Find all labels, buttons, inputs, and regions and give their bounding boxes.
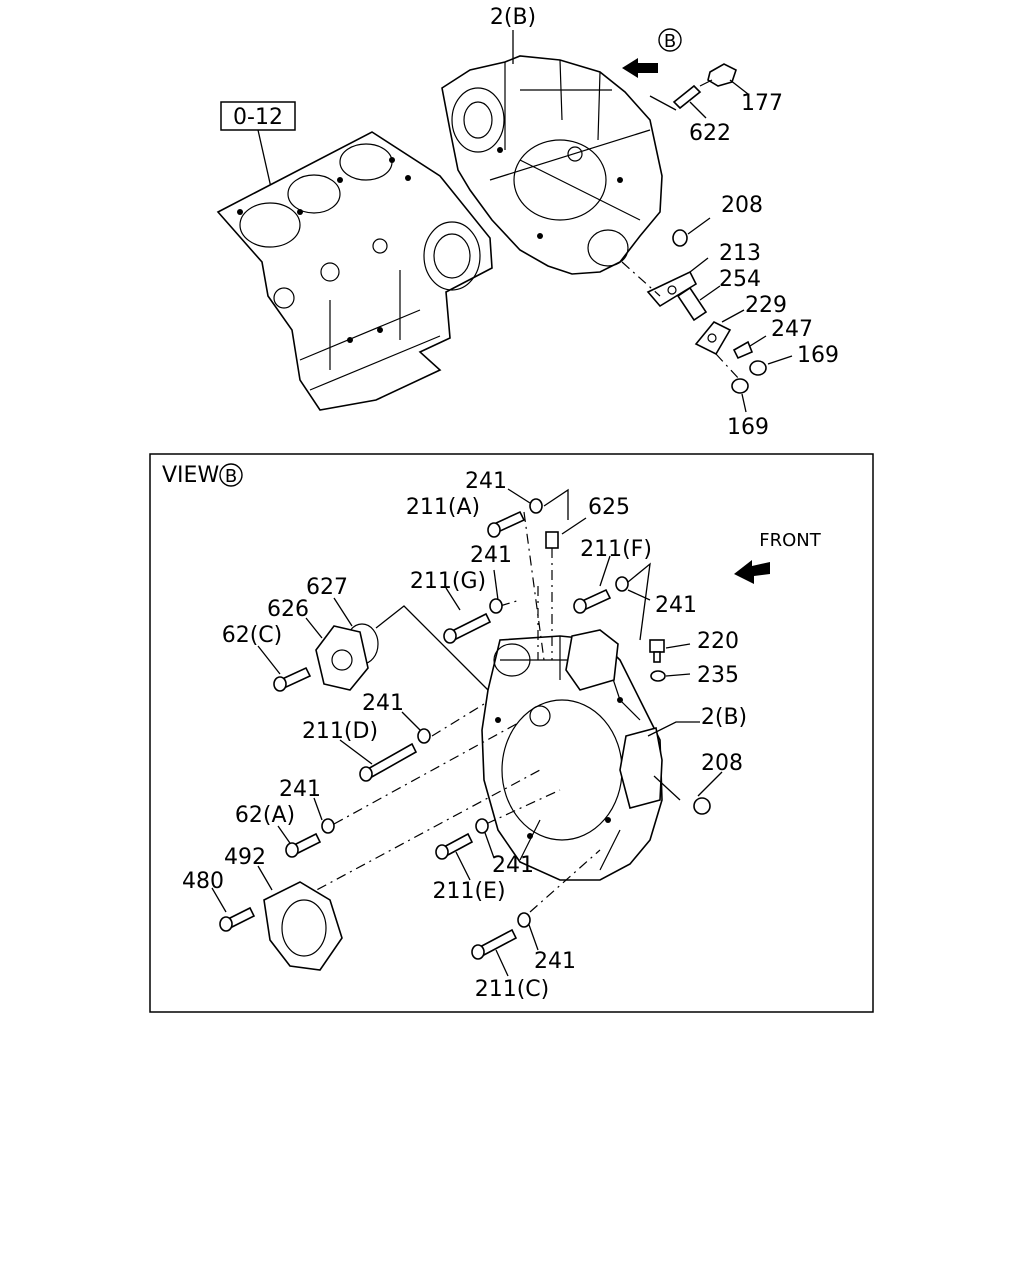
part-211a-bolt[interactable] [487,510,526,538]
part-241-washer-2[interactable] [615,576,629,592]
label-627: 627 [306,575,348,600]
part-480-bolt[interactable] [219,906,256,932]
part-247-clip[interactable] [732,340,754,360]
flywheel-housing-top [441,55,663,275]
ref-box-label: 0-12 [233,105,283,130]
label-2b-top: 2(B) [490,5,536,30]
label-62a: 62(A) [235,803,295,828]
label-211g: 211(G) [410,569,486,594]
label-211c: 211(C) [475,977,550,1002]
part-241-washer-1[interactable] [529,498,543,514]
label-626: 626 [267,597,309,622]
label-241-7: 241 [534,949,576,974]
view-b-panel: VIEW B FRONT [149,453,874,1013]
part-213-gasket[interactable] [646,270,698,308]
part-492-oil-seal-retainer[interactable] [263,881,343,971]
part-229-bracket[interactable] [694,320,732,356]
label-622: 622 [689,121,731,146]
cylinder-block-drawing [216,131,493,411]
part-211f-bolt[interactable] [573,588,612,614]
front-label: FRONT [759,530,821,551]
part-169-nut-a[interactable] [749,360,767,376]
view-b-marker-label: B [664,31,676,52]
label-480: 480 [182,869,224,894]
label-241-2: 241 [470,543,512,568]
label-211e: 211(E) [432,879,505,904]
part-254-sensor[interactable] [676,286,708,322]
view-b-title: VIEW [162,463,219,488]
part-177-bolt[interactable] [699,63,737,87]
part-208-plug-top[interactable] [672,229,688,247]
part-241-washer-6[interactable] [475,818,489,834]
label-241-4: 241 [362,691,404,716]
part-62a-bolt[interactable] [285,832,322,858]
front-arrow-icon [734,560,770,584]
label-177: 177 [741,91,783,116]
view-b-marker: B [622,28,682,78]
label-235: 235 [697,663,739,688]
label-2b-view: 2(B) [701,705,747,730]
view-b-title-mark: B [225,466,237,487]
leader-lines [211,488,723,977]
label-211f: 211(F) [580,537,652,562]
label-213: 213 [719,241,761,266]
label-247: 247 [771,317,813,342]
part-625-pin[interactable] [545,531,559,549]
part-211d-bolt[interactable] [359,742,418,782]
part-241-washer-3[interactable] [489,598,503,614]
part-169-nut-b[interactable] [731,378,749,394]
part-208-plug-view[interactable] [693,797,711,815]
label-241-1: 241 [465,469,507,494]
part-626-cover[interactable] [315,625,369,691]
label-229: 229 [745,293,787,318]
label-625: 625 [588,495,630,520]
ref-box-0-12[interactable]: 0-12 [220,101,296,131]
top-assembly: 0-12 [216,5,839,440]
label-208-view: 208 [701,751,743,776]
part-235-washer[interactable] [650,670,666,682]
label-211a: 211(A) [406,495,480,520]
label-241-6: 241 [492,853,534,878]
label-241-3: 241 [655,593,697,618]
label-241-5: 241 [279,777,321,802]
label-169-a: 169 [797,343,839,368]
label-254: 254 [719,267,761,292]
label-220: 220 [697,629,739,654]
flywheel-housing-view [481,629,663,881]
part-220-bolt[interactable] [649,639,665,663]
part-211e-bolt[interactable] [435,832,474,860]
part-241-washer-4[interactable] [417,728,431,744]
front-indicator: FRONT [734,530,822,584]
part-622-fitting[interactable] [672,84,702,110]
part-241-washer-5[interactable] [321,818,335,834]
label-208-top: 208 [721,193,763,218]
label-211d: 211(D) [302,719,378,744]
part-211g-bolt[interactable] [443,612,492,644]
part-211c-bolt[interactable] [471,928,518,960]
label-492: 492 [224,845,266,870]
label-169-b: 169 [727,415,769,440]
label-62c: 62(C) [222,623,283,648]
part-62c-bolt[interactable] [273,666,312,692]
part-241-washer-7[interactable] [517,912,531,928]
